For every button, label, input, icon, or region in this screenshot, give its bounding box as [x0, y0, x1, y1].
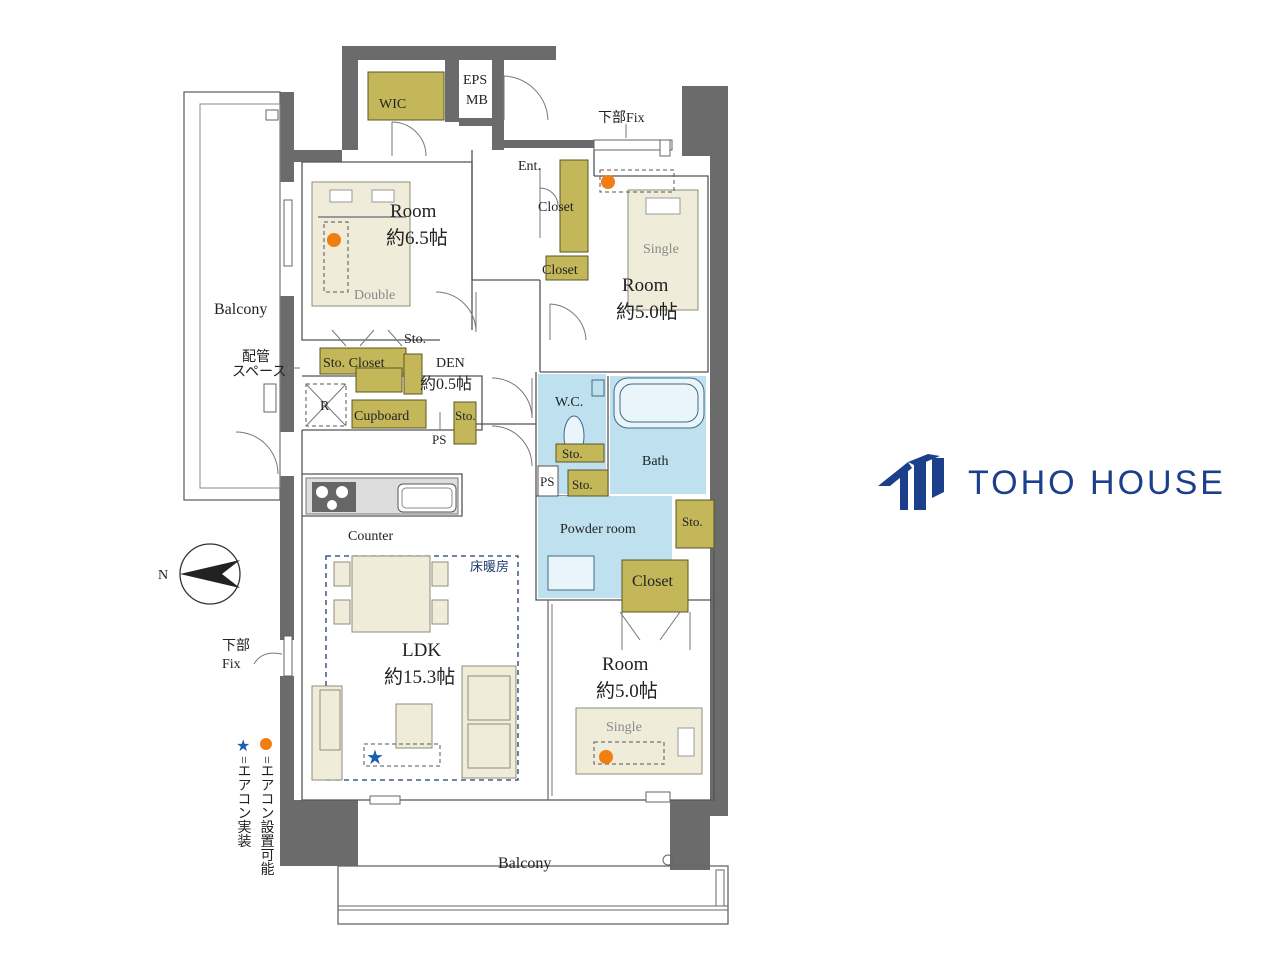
sto-wc-label: Sto. — [562, 446, 583, 461]
aircon-possible-marker — [599, 750, 613, 764]
floor-heating-label: 床暖房 — [470, 559, 509, 574]
bed-single-ne-label: Single — [643, 242, 679, 257]
balcony-west-label: Balcony — [214, 301, 267, 318]
sto-den-label: Sto. — [404, 332, 426, 347]
piping-space-label-2: スペース — [232, 365, 286, 380]
ldk-size: 約15.3帖 — [384, 666, 455, 688]
ps-top-label: PS — [432, 432, 446, 447]
bath-label: Bath — [642, 454, 668, 469]
sto-closet-label: Sto. Closet — [323, 356, 385, 371]
sto-right-label: Sto. — [682, 514, 703, 529]
aircon-markers: ★ — [327, 175, 615, 769]
ps-mid-label: PS — [540, 474, 554, 489]
eps-label: EPS — [463, 73, 487, 88]
legend-aircon-installed-icon: ★ — [236, 736, 250, 755]
wet-areas — [537, 374, 706, 598]
furniture — [305, 169, 703, 781]
brand-name: TOHO HOUSE — [968, 464, 1226, 502]
north-arrow-icon — [180, 560, 240, 588]
room-nw-name: Room — [390, 201, 437, 222]
den-size: 約0.5帖 — [420, 375, 472, 393]
room-ne-size: 約5.0帖 — [616, 301, 678, 323]
aircon-possible-marker — [327, 233, 341, 247]
closet-se-label: Closet — [632, 573, 673, 590]
room-ne-name: Room — [622, 275, 669, 296]
legend-aircon-installed-text: =エアコン実装 — [236, 756, 252, 848]
compass-north-label: N — [158, 568, 168, 583]
room-se-size: 約5.0帖 — [596, 680, 658, 702]
bed-single-se-label: Single — [606, 720, 642, 735]
cupboard-label: Cupboard — [354, 409, 409, 424]
legend-aircon-possible-text: =エアコン設置可能 — [259, 756, 275, 877]
bed-double-label: Double — [354, 288, 395, 303]
wic-label: WIC — [379, 97, 406, 112]
aircon-possible-marker — [601, 175, 615, 189]
closet-entrance-2-label: Closet — [542, 263, 578, 278]
storage-units — [319, 71, 715, 613]
room-nw-size: 約6.5帖 — [386, 227, 448, 249]
legend-aircon-possible-icon — [260, 738, 272, 750]
aircon-installed-marker: ★ — [366, 745, 384, 769]
mb-label: MB — [466, 93, 488, 108]
exterior-walls — [280, 46, 728, 870]
room-labels: WIC EPS MB 下部Fix Ent. Closet Closet Room… — [214, 73, 703, 872]
toho-house-logo-icon — [878, 454, 944, 510]
counter-label: Counter — [348, 529, 393, 544]
refrigerator-label: R — [320, 399, 330, 414]
brand-logo: TOHO HOUSE — [878, 454, 1226, 510]
west-balcony — [183, 91, 281, 501]
legend: ★ =エアコン設置可能 =エアコン実装 — [236, 736, 275, 877]
sto-powder-label: Sto. — [572, 477, 593, 492]
room-se-name: Room — [602, 654, 649, 675]
south-balcony — [337, 854, 729, 925]
sto-small-label: Sto. — [455, 408, 476, 423]
compass: N — [158, 543, 241, 605]
lower-fix-west-label-1: 下部 — [222, 638, 250, 654]
closet-entrance-1-label: Closet — [538, 200, 574, 215]
powder-room-label: Powder room — [560, 522, 636, 537]
balcony-south-label: Balcony — [498, 855, 551, 872]
interior-walls — [283, 75, 715, 805]
lower-fix-top-label: 下部Fix — [598, 110, 645, 126]
wc-label: W.C. — [555, 395, 583, 410]
piping-space-label-1: 配管 — [242, 349, 270, 365]
lower-fix-west-label-2: Fix — [222, 657, 241, 672]
ldk-name: LDK — [402, 640, 441, 661]
entrance-label: Ent. — [518, 159, 541, 174]
den-name: DEN — [436, 356, 465, 371]
